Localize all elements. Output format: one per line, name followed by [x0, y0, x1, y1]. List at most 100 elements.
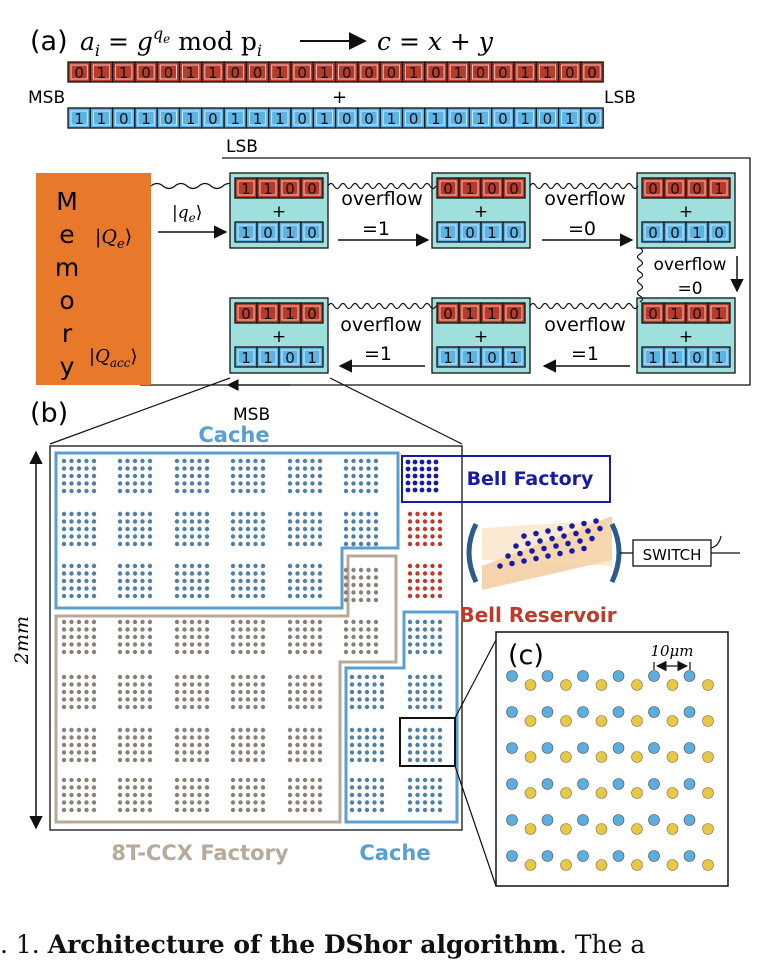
- memory-letter-m: m: [55, 253, 79, 282]
- svg-text:1: 1: [97, 110, 107, 128]
- svg-text:1: 1: [670, 349, 680, 367]
- caption-title: Architecture of the DShor algorithm: [47, 930, 559, 959]
- quantum-link-wave: [150, 182, 236, 190]
- ccx-qubit-block: [230, 727, 266, 763]
- x-bit-22: 0: [557, 61, 582, 83]
- memory-letter-r: r: [62, 319, 73, 348]
- svg-text:0: 0: [509, 180, 519, 198]
- y-bit-8: 1: [245, 107, 270, 129]
- cache-qubit-block: [174, 458, 210, 494]
- cache-qubit-block: [287, 563, 323, 599]
- cache-qubit-block: [230, 458, 266, 494]
- eq-mod-sub: i: [257, 41, 262, 60]
- svg-text:0: 0: [453, 110, 463, 128]
- ccx-qubit-block: [61, 777, 97, 813]
- cache-qubit-block: [117, 511, 153, 547]
- scale-bar-2mm: 2mm: [11, 450, 43, 830]
- adder-2-top-bit-0: 0: [436, 177, 460, 199]
- atom-yellow: [595, 787, 608, 799]
- atom-blue: [577, 850, 589, 862]
- atom-yellow: [560, 715, 572, 727]
- svg-text:1: 1: [186, 110, 196, 128]
- zoom-line-left: [49, 377, 231, 445]
- ccx-qubit-block: [343, 567, 379, 603]
- zoom-line-c-top: [454, 639, 497, 719]
- svg-text:ai = gqe mod pi: ai = gqe mod pi: [80, 24, 262, 60]
- ccx-qubit-block: [61, 619, 97, 655]
- atom-yellow: [560, 679, 572, 691]
- atom-blue: [648, 778, 660, 790]
- adder-3-bottom-bit-1: 0: [663, 221, 687, 243]
- svg-text:1: 1: [208, 64, 218, 82]
- svg-text:0: 0: [714, 224, 724, 242]
- svg-text:1: 1: [307, 349, 317, 367]
- msb-below-label: MSB: [233, 405, 270, 425]
- ccx-qubit-block: [117, 674, 153, 710]
- svg-text:1: 1: [453, 64, 463, 82]
- svg-text:0: 0: [74, 64, 84, 82]
- svg-text:1: 1: [465, 349, 475, 367]
- adder-2-bottom-bit-2: 1: [480, 221, 504, 243]
- x-bit-6: 1: [201, 61, 225, 83]
- x-bit-19: 0: [491, 61, 515, 83]
- atom-yellow: [702, 715, 714, 727]
- svg-text:0: 0: [230, 64, 240, 82]
- atom-blue: [648, 742, 660, 754]
- atom-blue: [648, 706, 660, 718]
- adder-4-top-bit-2: 1: [278, 302, 302, 324]
- adder-2-bottom-bit-0: 1: [436, 221, 460, 243]
- adder-2-bottom-bit-1: 0: [458, 221, 482, 243]
- svg-text:1: 1: [443, 224, 453, 242]
- overflow-5: overflow =1: [338, 314, 425, 373]
- adder-1-top-bit-3: 0: [300, 177, 324, 199]
- adder-4-bottom-bit-0: 1: [234, 346, 258, 368]
- adder-6-bottom-bit-2: 0: [685, 346, 709, 368]
- atom-yellow: [524, 751, 537, 763]
- svg-text:0: 0: [648, 224, 658, 242]
- atom-yellow: [524, 679, 537, 691]
- adder-plus: +: [272, 327, 286, 347]
- svg-text:0: 0: [285, 349, 295, 367]
- bell-reservoir-qubits: [407, 563, 443, 599]
- svg-text:0: 0: [648, 180, 658, 198]
- svg-text:2mm: 2mm: [11, 616, 33, 665]
- adder-plus: +: [474, 202, 488, 222]
- svg-text:0: 0: [164, 64, 174, 82]
- atom-yellow: [666, 787, 679, 799]
- atom-yellow: [666, 859, 679, 871]
- adder-3-top-bit-2: 0: [685, 177, 709, 199]
- svg-text:1: 1: [648, 349, 658, 367]
- x-bit-13: 0: [357, 61, 381, 83]
- atom-blue: [577, 778, 589, 790]
- y-bit-4: 0: [156, 107, 181, 129]
- ccx-factory-region: [54, 554, 398, 824]
- y-bit-3: 1: [134, 107, 158, 129]
- quantum-link-wave: [529, 182, 639, 190]
- x-bit-17: 1: [446, 61, 471, 83]
- svg-text:1: 1: [320, 110, 330, 128]
- atom-yellow: [560, 787, 572, 799]
- svg-text:1: 1: [543, 64, 553, 82]
- lsb-below-label: LSB: [226, 137, 258, 157]
- q-acc-label: |Qacc⟩: [89, 346, 137, 370]
- caption-suffix: . The a: [558, 930, 646, 959]
- svg-text:0: 0: [253, 64, 263, 82]
- ccx-qubit-block: [287, 674, 323, 710]
- zoom-region-box: [399, 717, 456, 767]
- svg-text:1: 1: [520, 110, 530, 128]
- atom-yellow: [702, 751, 714, 763]
- ccx-qubit-block: [117, 777, 153, 813]
- panel-a-label: (a): [30, 26, 68, 57]
- cache-region-top: [54, 451, 400, 610]
- atom-blue: [506, 850, 518, 862]
- svg-text:1: 1: [714, 305, 724, 323]
- adder-5-top-bit-0: 0: [436, 302, 460, 324]
- y-bit-7: 1: [223, 107, 248, 129]
- y-bit-1: 1: [89, 107, 114, 129]
- atom-yellow: [702, 679, 714, 691]
- msb-label: MSB: [28, 88, 65, 108]
- adder-2-top-bit-1: 1: [458, 177, 482, 199]
- svg-text:0: 0: [364, 64, 374, 82]
